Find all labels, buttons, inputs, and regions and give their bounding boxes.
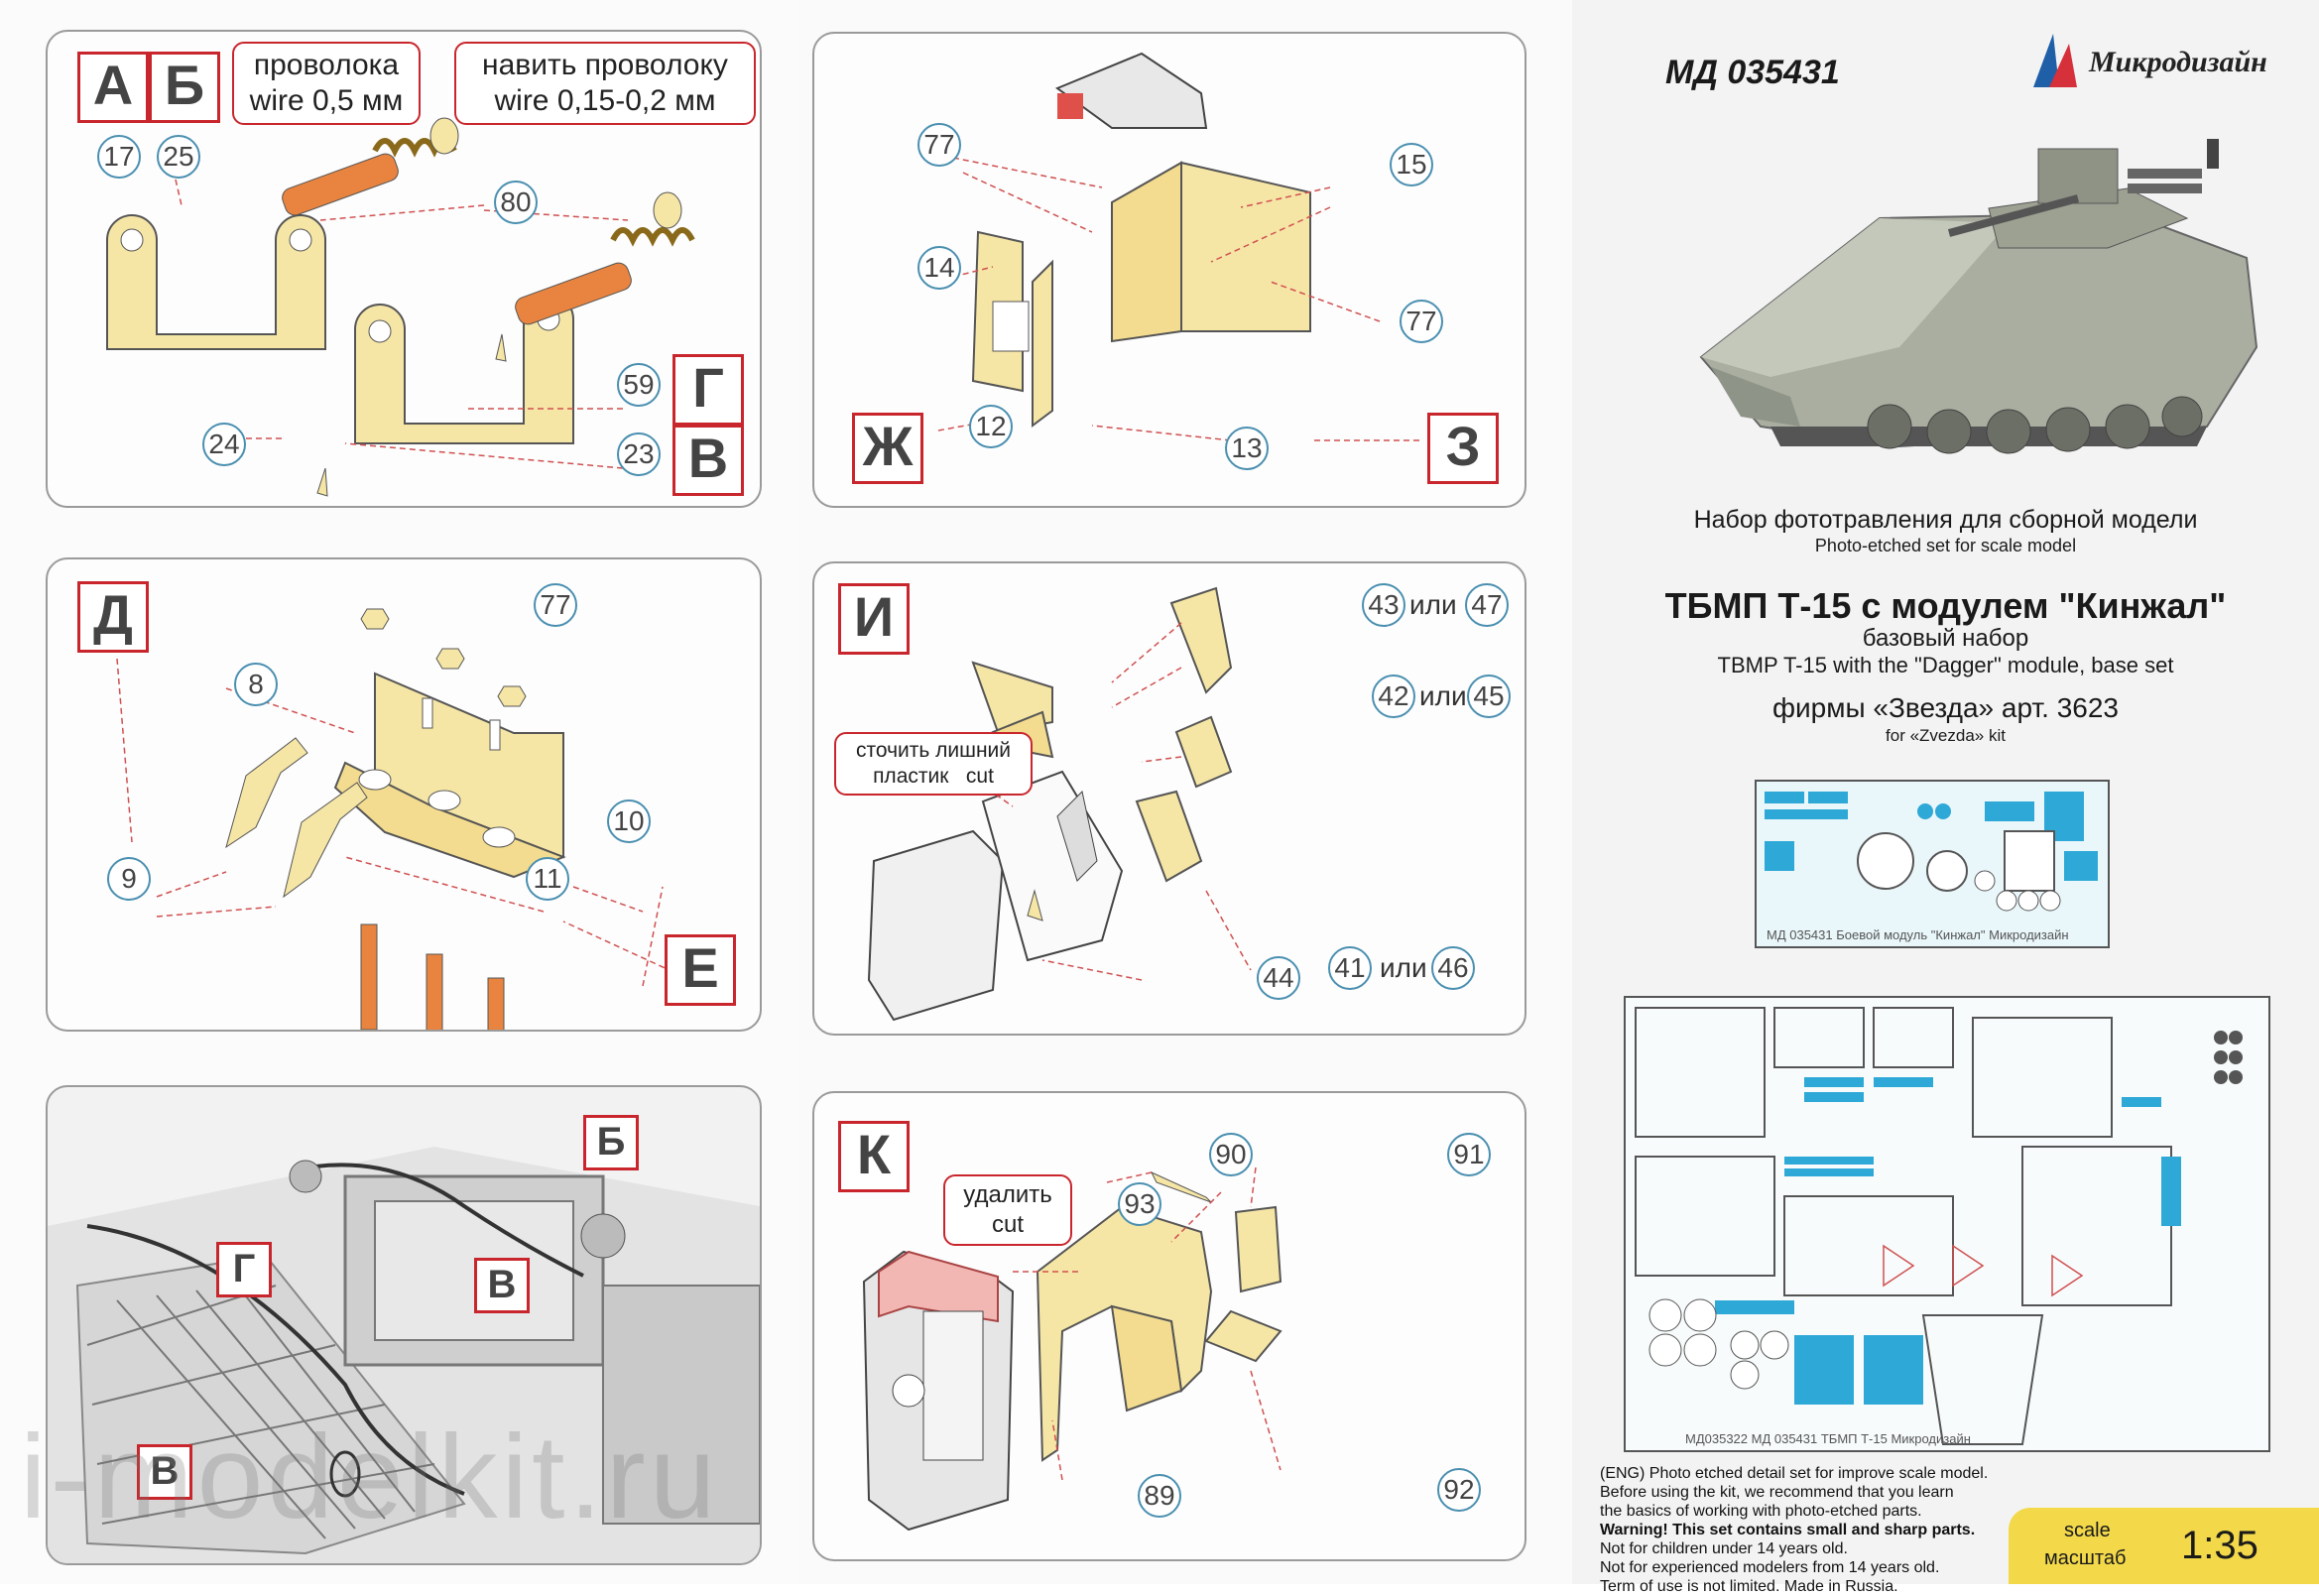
assembly-drawing-d <box>116 608 683 1030</box>
subtitle-en: Photo-etched set for scale model <box>1814 536 2077 555</box>
kit-firm-en: for «Zvezda» kit <box>1886 726 2006 745</box>
panel-step-a: А Б Г В проволока wire 0,5 мм навить про… <box>46 30 762 508</box>
or-label: или <box>1409 589 1457 620</box>
step-label-g: Г <box>672 354 744 426</box>
watermark: i-modelkit.ru <box>20 1411 720 1543</box>
part-number: 13 <box>1225 427 1269 470</box>
product-code: МД 035431 <box>1665 54 1840 91</box>
step-label-a: А <box>77 52 149 123</box>
kit-firm: фирмы «Звезда» арт. 3623 <box>1772 692 2119 723</box>
subtitle-ru: Набор фототравления для сборной модели <box>1693 506 2198 534</box>
label-g: Г <box>216 1242 272 1297</box>
part-number: 11 <box>526 857 569 901</box>
eng-line: Warning! This set contains small and sha… <box>1600 1522 1976 1538</box>
part-number: 42 <box>1372 675 1415 718</box>
eng-line: Not for experienced modelers from 14 yea… <box>1600 1559 1940 1576</box>
part-number: 59 <box>617 363 661 407</box>
part-number: 17 <box>97 135 141 179</box>
step-label-e: Е <box>665 934 736 1006</box>
cut-note: удалить cut <box>943 1174 1072 1246</box>
part-number: 91 <box>1447 1133 1491 1176</box>
part-number: 44 <box>1257 956 1300 1000</box>
brand-name: Микродизайн <box>2089 46 2267 78</box>
part-number: 24 <box>202 423 246 466</box>
part-number: 45 <box>1467 675 1511 718</box>
step-label-zh: Ж <box>852 413 923 484</box>
part-number: 47 <box>1465 583 1509 627</box>
cover-page: МД 035431 Микродизайн Набор фототравлени… <box>1572 0 2319 1595</box>
part-number: 77 <box>1400 300 1443 343</box>
part-number: 10 <box>607 799 651 843</box>
cut-note: сточить лишний пластик cut <box>834 732 1033 796</box>
panel-step-k: К удалить cut 90 91 93 89 92 <box>812 1091 1526 1561</box>
or-label: или <box>1419 680 1467 711</box>
eng-line: Not for children under 14 years old. <box>1600 1540 1848 1557</box>
assembly-drawing-i <box>867 586 1252 1022</box>
middle-page: Ж З 77 15 14 77 12 13 И сточить лишний п <box>798 0 1572 1584</box>
fret-1-parts <box>1765 792 2098 912</box>
eng-line: the basics of working with photo-etched … <box>1600 1503 1922 1520</box>
part-number: 90 <box>1209 1133 1253 1176</box>
fret-1-caption: МД 035431 Боевой модуль "Кинжал" Микроди… <box>1767 927 2069 942</box>
part-number: 46 <box>1431 946 1475 990</box>
part-number: 93 <box>1118 1182 1161 1226</box>
fret-2-caption: МД035322 МД 035431 ТБМП Т-15 Микродизайн <box>1685 1431 1971 1446</box>
scale-label-en: scale <box>2064 1520 2111 1541</box>
eng-note: (ENG) Photo etched detail set for improv… <box>1600 1464 2116 1596</box>
label-v: В <box>137 1444 192 1500</box>
part-number: 12 <box>969 405 1013 448</box>
part-number: 89 <box>1138 1474 1181 1518</box>
fret-2-parts <box>1635 1007 2243 1445</box>
panel-hull-view: Б Г В В <box>46 1085 762 1565</box>
step-label-z: З <box>1427 413 1499 484</box>
part-number: 25 <box>157 135 200 179</box>
wire-note-2: навить проволоку wire 0,15-0,2 мм <box>454 42 756 125</box>
part-number: 77 <box>534 583 577 627</box>
product-title: ТБМП Т-15 с модулем "Кинжал" <box>1664 585 2227 626</box>
title-en: TBMP T-15 with the "Dagger" module, base… <box>1717 653 2174 677</box>
scale-value: 1:35 <box>2181 1524 2258 1567</box>
part-number: 80 <box>494 181 538 224</box>
part-number: 8 <box>234 663 278 706</box>
part-number: 92 <box>1437 1468 1481 1512</box>
wire-note-1: проволока wire 0,5 мм <box>232 42 421 125</box>
step-label-b: Б <box>149 52 220 123</box>
eng-line: Before using the kit, we recommend that … <box>1600 1484 1954 1501</box>
part-number: 43 <box>1362 583 1405 627</box>
scale-label-ru: масштаб <box>2044 1547 2127 1569</box>
step-label-d: Д <box>77 581 149 653</box>
pe-fret-2: МД035322 МД 035431 ТБМП Т-15 Микродизайн <box>1624 996 2270 1452</box>
eng-line: (ENG) Photo etched detail set for improv… <box>1600 1465 1989 1482</box>
step-label-v: В <box>672 425 744 496</box>
scale-badge: scale масштаб 1:35 <box>2009 1508 2319 1584</box>
panel-step-zh: Ж З 77 15 14 77 12 13 <box>812 32 1526 508</box>
part-number: 14 <box>917 246 961 290</box>
or-label: или <box>1380 952 1427 983</box>
part-number: 23 <box>617 432 661 476</box>
base-set-label: базовый набор <box>1862 625 2029 652</box>
logo-mark-icon <box>2033 34 2077 87</box>
assembly-drawing-k <box>862 1166 1282 1532</box>
assembly-drawing-a <box>106 117 695 497</box>
part-number: 77 <box>917 123 961 167</box>
step-label-i: И <box>838 583 910 655</box>
panel-step-i: И сточить лишний пластик cut 43 или 47 4… <box>812 561 1526 1036</box>
part-number: 9 <box>107 857 151 901</box>
vehicle-illustration <box>1699 139 2258 454</box>
label-v: В <box>474 1258 530 1313</box>
panel-step-d: Д Е 77 8 10 9 11 <box>46 557 762 1032</box>
left-page: А Б Г В проволока wire 0,5 мм навить про… <box>0 0 798 1584</box>
pe-fret-1: МД 035431 Боевой модуль "Кинжал" Микроди… <box>1755 780 2110 948</box>
part-number: 41 <box>1328 946 1372 990</box>
step-label-k: К <box>838 1121 910 1192</box>
assembly-drawing-zh <box>937 52 1419 441</box>
brand-logo: Микродизайн <box>2023 30 2301 89</box>
label-b: Б <box>583 1115 639 1170</box>
part-number: 15 <box>1390 143 1433 186</box>
